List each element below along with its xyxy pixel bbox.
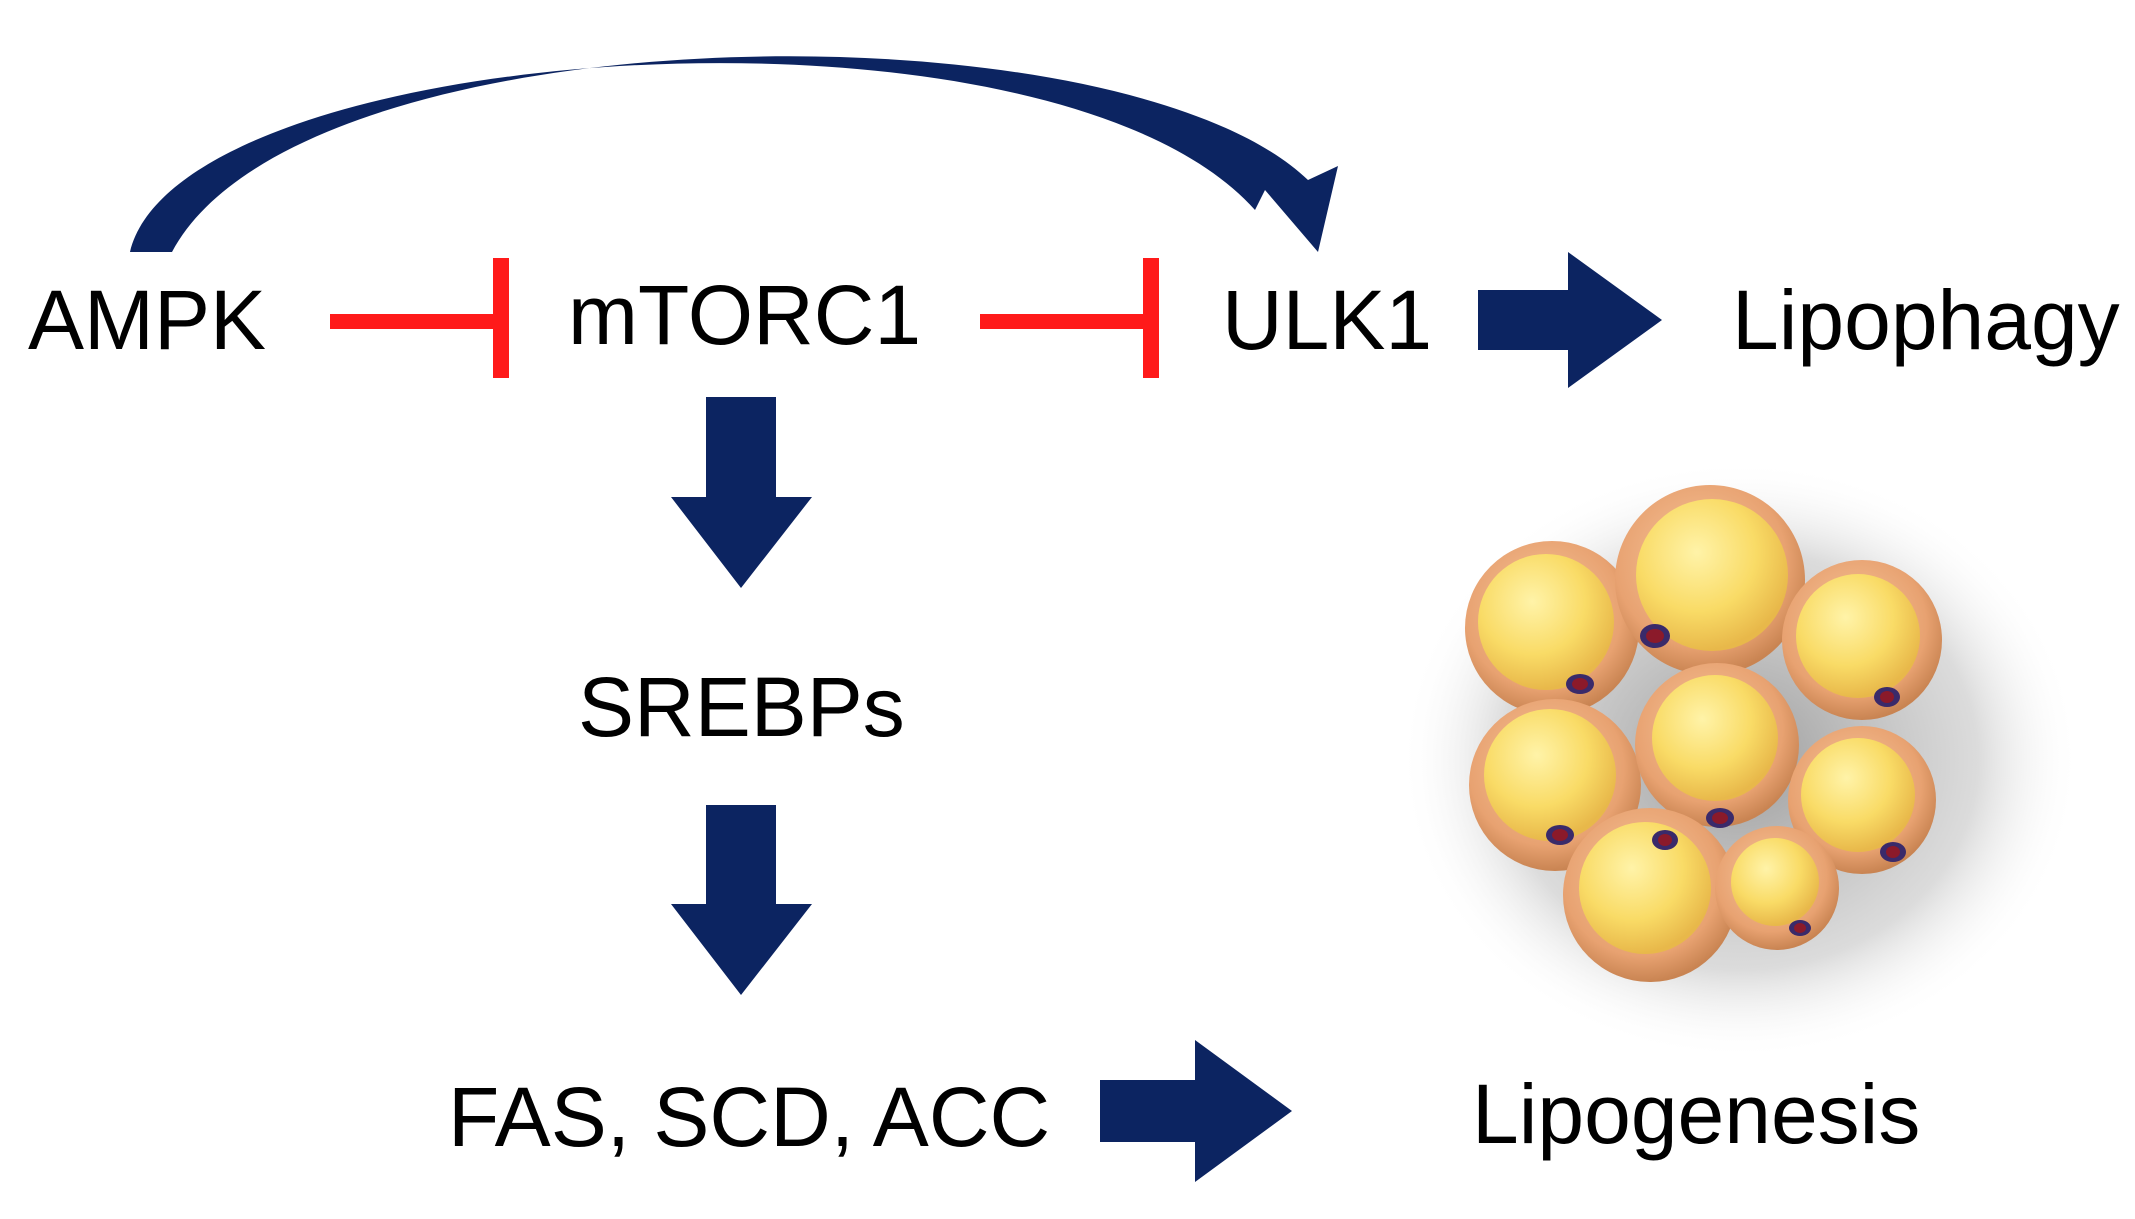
node-enzymes: FAS, SCD, ACC — [448, 1070, 1051, 1164]
edge-srebps-enzymes-arrow — [671, 805, 812, 995]
adipocyte-cell — [1788, 726, 1936, 874]
edge-mtorc1-ulk1-inhibition — [980, 258, 1159, 378]
node-lipogenesis: Lipogenesis — [1472, 1067, 1921, 1161]
edge-ampk-ulk1-arrow — [130, 56, 1338, 253]
adipocyte-cell — [1465, 541, 1639, 715]
adipocyte-cell — [1635, 663, 1799, 828]
adipocyte-cell — [1615, 485, 1805, 675]
edge-ampk-mtorc1-inhibition — [330, 258, 509, 378]
edge-ulk1-lipophagy-arrow — [1478, 252, 1662, 388]
edge-enzymes-lipogenesis-arrow — [1100, 1040, 1292, 1182]
node-srebps: SREBPs — [578, 660, 905, 754]
adipocyte-cell — [1563, 808, 1737, 982]
node-ulk1: ULK1 — [1222, 273, 1433, 367]
adipocyte-cell — [1715, 826, 1839, 950]
node-mtorc1: mTORC1 — [568, 268, 922, 362]
edge-mtorc1-srebps-arrow — [671, 397, 812, 588]
node-ampk: AMPK — [28, 273, 267, 367]
adipocyte-cell — [1782, 560, 1942, 720]
node-lipophagy: Lipophagy — [1732, 273, 2120, 367]
adipocyte-cluster-icon — [1400, 460, 2080, 1060]
